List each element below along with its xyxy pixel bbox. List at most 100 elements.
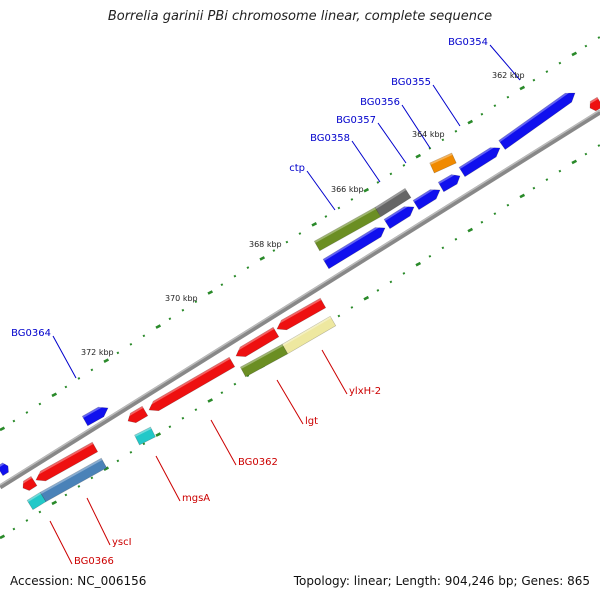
gene-features [0, 88, 600, 511]
scale-label: 364 kbp [412, 130, 445, 139]
tick-bottom [480, 220, 484, 224]
tick-bottom [506, 203, 510, 207]
callout-ylxH-2-line [321, 349, 348, 395]
gene-small-red [125, 405, 149, 424]
tick-bottom [532, 186, 536, 190]
callout-lgt-line [276, 379, 304, 425]
block-cyan-mgsA [134, 426, 156, 446]
gene-ctp [322, 223, 386, 270]
tick-bottom [129, 450, 133, 454]
tick-bottom [12, 527, 16, 531]
tick-bottom [0, 534, 6, 540]
tick-top [298, 232, 302, 235]
tick-bottom [493, 212, 497, 216]
gene-ylxH-2 [274, 297, 327, 331]
tick-top [597, 36, 600, 39]
tick-top [311, 222, 318, 227]
tick-top [376, 181, 380, 184]
tick-top [415, 153, 422, 159]
tick-bottom [519, 193, 526, 199]
gene-BG0362 [146, 356, 236, 412]
tick-top [233, 274, 237, 278]
callout-BG0357-label: BG0357 [336, 115, 376, 126]
block-cyan-BG0366 [26, 491, 47, 511]
tick-bottom [571, 159, 578, 165]
tick-bottom [337, 314, 341, 318]
scale-label: 368 kbp [249, 240, 282, 249]
tick-top [207, 290, 214, 295]
tick-top [129, 342, 133, 346]
tick-bottom [558, 169, 562, 173]
tick-top [324, 215, 328, 218]
tick-bottom [25, 519, 29, 522]
tick-top [220, 283, 224, 287]
map-title: Borrelia garinii PBi chromosome linear, … [107, 9, 493, 24]
tick-top [480, 112, 484, 116]
tick-bottom [220, 391, 224, 395]
tick-top [90, 368, 94, 372]
tick-top [467, 119, 474, 125]
scale-label: 366 kbp [331, 185, 364, 194]
tick-top [285, 240, 289, 244]
gene-BG0358 [383, 202, 415, 230]
block-grey [374, 187, 412, 218]
callout-ctp-label: ctp [289, 163, 305, 174]
tick-top [38, 402, 42, 406]
tick-bottom [233, 382, 237, 386]
tick-top [519, 85, 526, 91]
tick-bottom [38, 510, 42, 514]
tick-bottom [207, 398, 214, 403]
callout-BG0355-line [432, 84, 461, 127]
tick-bottom [363, 295, 370, 301]
tick-top [142, 334, 146, 338]
tick-bottom [545, 178, 549, 181]
block-olive-ctp [313, 206, 382, 252]
tick-top [506, 95, 510, 99]
accession-text: Accession: NC_006156 [10, 574, 147, 588]
callout-BG0354-line [489, 44, 521, 81]
tick-top [493, 104, 497, 108]
tick-top [532, 78, 536, 82]
backbone-line [0, 109, 600, 490]
tick-bottom [64, 493, 68, 497]
tick-bottom [428, 254, 432, 258]
callout-ctp-line [306, 170, 336, 211]
gene-edge-left [0, 461, 9, 477]
backbone-highlight [0, 109, 600, 486]
tick-bottom [90, 476, 94, 480]
tick-top [545, 70, 549, 73]
tick-bottom [584, 152, 588, 156]
tick-top [64, 385, 68, 389]
callout-yscI-line [86, 497, 111, 546]
callout-BG0355-label: BG0355 [391, 77, 431, 88]
gene-small-left [20, 475, 38, 491]
gene-lgt [233, 326, 280, 357]
tick-top [25, 411, 29, 414]
callout-BG0364-line [52, 335, 77, 379]
tick-top [558, 61, 562, 65]
gene-BG0355 [458, 143, 501, 178]
tick-top [389, 172, 393, 176]
tick-top [194, 300, 198, 304]
callout-mgsA-label: mgsA [182, 493, 210, 504]
scale-ticks [0, 36, 600, 540]
tick-top [571, 51, 578, 57]
gene-yscI [33, 441, 99, 482]
tick-top [428, 146, 432, 150]
tick-bottom [350, 306, 354, 309]
scale-label: 372 kbp [81, 348, 114, 357]
callout-BG0356-label: BG0356 [360, 97, 400, 108]
tick-bottom [467, 227, 474, 233]
tick-top [402, 164, 406, 167]
callout-BG0362-line [210, 419, 237, 466]
callout-yscI-label: yscI [112, 537, 132, 548]
tick-bottom [142, 442, 146, 446]
tick-top [363, 187, 370, 193]
gene-BG0354 [498, 88, 576, 150]
callout-BG0366-line [49, 520, 73, 565]
tick-bottom [103, 466, 110, 471]
callout-BG0358-line [351, 140, 381, 183]
tick-top [0, 426, 6, 432]
